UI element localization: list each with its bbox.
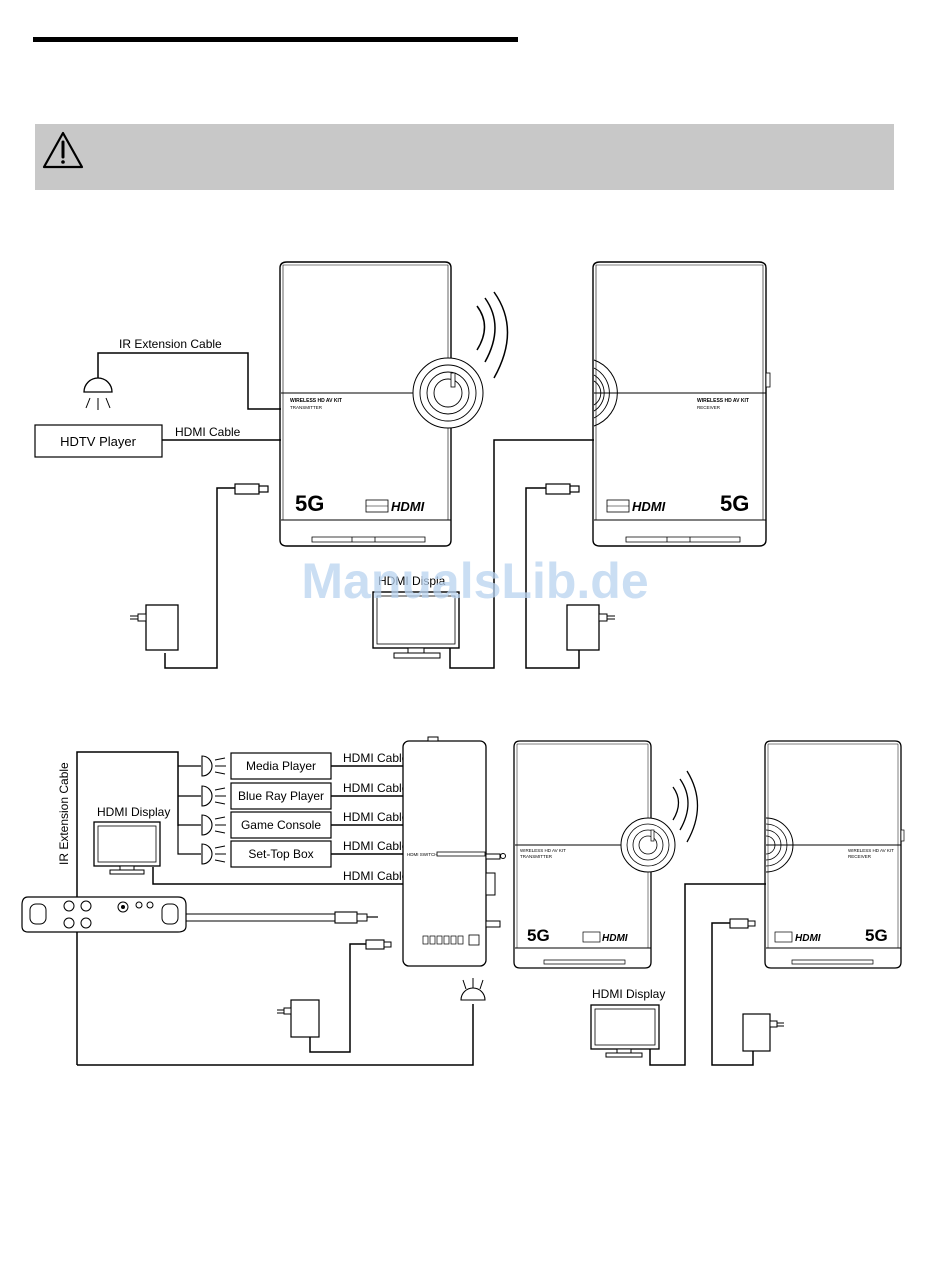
transmitter-dial-icon [412, 357, 484, 429]
hdmi-display-monitor-icon [372, 591, 460, 659]
receiver-2-role-text: RECEIVER [848, 854, 872, 859]
receiver-2-5g-logo: 5G [865, 926, 888, 945]
receiver-role-text: RECEIVER [697, 405, 721, 410]
receiver-2-model-text: WIRELESS HD AV KIT [848, 848, 894, 853]
display-hdmi-cable-2 [649, 883, 766, 1066]
diagram-switch-setup: IR Extension Cable [21, 736, 905, 1066]
receiver-model-text: WIRELESS HD AV KIT [697, 398, 749, 404]
ir-emitter-icon [201, 814, 226, 836]
watermark-text: ManualsLib.de [301, 553, 648, 609]
diagram-basic-setup: WIRELESS HD AV KIT TRANSMITTER 5G HDMI [34, 261, 771, 669]
receiver-unit-2: WIRELESS HD AV KIT RECEIVER 5G HDMI [764, 740, 905, 969]
hdmi-switch-label: HDMI SWITCH [407, 852, 438, 857]
header-rule [33, 37, 518, 42]
source-set-top-box-box [230, 840, 332, 868]
hdmi-cable-label: HDMI Cable [343, 781, 409, 795]
remote-control-icon [21, 896, 378, 933]
warning-icon [42, 131, 84, 169]
transmitter-2-dial-icon [620, 817, 676, 873]
ir-emitter-icon [201, 755, 226, 777]
switch-ir-receiver-icon [460, 978, 486, 1001]
warning-banner [35, 124, 894, 190]
transmitter-5g-logo: 5G [295, 491, 324, 516]
hdmi-cable-label: HDMI Cable [343, 751, 409, 765]
ir-emitter-icon [201, 843, 226, 865]
transmitter-2-role-text: TRANSMITTER [520, 854, 553, 859]
source-blue-ray-player-box [230, 782, 332, 810]
receiver-5g-logo: 5G [720, 491, 749, 516]
receiver-2-hdmi-logo: HDMI [795, 933, 821, 944]
transmitter-2-hdmi-logo: HDMI [602, 933, 628, 944]
wireless-signal-icon [672, 770, 699, 843]
ir-emitter-icon [83, 377, 113, 410]
receiver-2-dial-icon [765, 817, 794, 873]
hdmi-cables-to-switch [152, 765, 403, 885]
transmitter-hdmi-logo: HDMI [391, 499, 425, 514]
hdtv-player-label: HDTV Player [60, 434, 137, 449]
hdmi-display-label: HDMI Displa [378, 574, 446, 588]
hdmi-cable-label: HDMI Cable [175, 425, 241, 439]
source-device-list: Media Player Blue Ray Player Game Consol… [230, 752, 332, 868]
transmitter-unit-2: WIRELESS HD AV KIT TRANSMITTER 5G HDMI [513, 740, 676, 969]
switch-power-adapter [277, 939, 392, 1053]
source-label: Blue Ray Player [238, 789, 324, 803]
transmitter-2-wihd-badge-icon [582, 931, 601, 943]
source-media-player-box [230, 752, 332, 780]
switch-led-buttons [422, 934, 480, 946]
receiver-2-wihd-badge-icon [774, 931, 793, 943]
source-label: Media Player [246, 759, 316, 773]
hdmi-cable-label: HDMI Cable [343, 869, 409, 883]
receiver-power-adapter [525, 483, 615, 669]
receiver-dial-icon [593, 359, 618, 427]
transmitter-2-5g-logo: 5G [527, 926, 550, 945]
hdtv-player-box [34, 424, 163, 458]
ir-extension-cable-vertical-label: IR Extension Cable [57, 762, 71, 865]
hdmi-display-left-label: HDMI Display [97, 805, 170, 819]
ir-emitter-icon [201, 785, 226, 807]
transmitter-2-model-text: WIRELESS HD AV KIT [520, 848, 566, 853]
hdmi-display-right-label: HDMI Display [592, 987, 665, 1001]
hdmi-display-right-monitor-icon [590, 1004, 660, 1058]
transmitter-unit: WIRELESS HD AV KIT TRANSMITTER 5G HDMI [279, 261, 484, 547]
source-game-console-box [230, 811, 332, 839]
transmitter-model-text: WIRELESS HD AV KIT [290, 398, 342, 404]
source-label: Game Console [241, 818, 321, 832]
ir-extension-cable [97, 352, 281, 410]
ir-extension-cable-label: IR Extension Cable [119, 337, 222, 351]
receiver-unit: WIRELESS HD AV KIT RECEIVER 5G HDMI [592, 261, 771, 547]
receiver-hdmi-logo: HDMI [632, 499, 666, 514]
ir-emitter-icons [201, 755, 226, 865]
receiver-2-power-adapter [711, 918, 784, 1066]
hdmi-cable-label: HDMI Cable [343, 810, 409, 824]
hdmi-cable-label: HDMI Cable [343, 839, 409, 853]
hdmi-switch-unit: HDMI SWITCH [402, 736, 506, 967]
transmitter-power-adapter [130, 483, 269, 669]
hdmi-display-left-monitor-icon [93, 821, 161, 875]
transmitter-role-text: TRANSMITTER [290, 405, 323, 410]
wireless-signal-icon [476, 291, 509, 379]
source-label: Set-Top Box [248, 847, 313, 861]
display-hdmi-cable [449, 439, 594, 669]
